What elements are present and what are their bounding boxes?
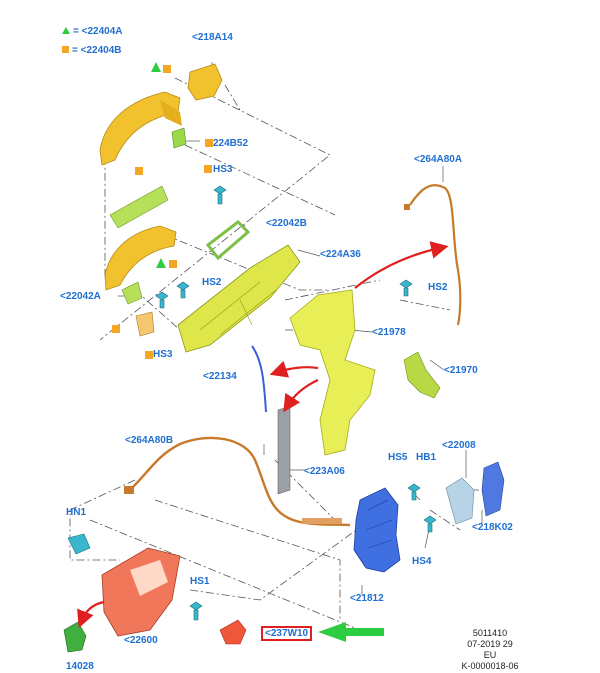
cable-264a80a (404, 184, 462, 326)
bezel-237w10 (219, 619, 247, 645)
label-21970: <21970 (444, 365, 478, 376)
label-22134: <22134 (203, 371, 237, 382)
label-264a80a: <264A80A (414, 154, 463, 165)
red-arrows (77, 241, 449, 629)
label-224a36: <224A36 (320, 249, 361, 260)
handle-cap-218a14 (187, 63, 223, 101)
diagram-reference: 5011410 07-2019 29 EU K-0000018-06 (455, 628, 525, 672)
exterior-handle-lower (104, 225, 177, 291)
label-hs2-left: HS2 (202, 277, 222, 288)
handle-bracket-224a36 (177, 244, 301, 353)
button-14028 (63, 621, 87, 653)
label-218k02: <218K02 (472, 522, 513, 533)
reference-number: 5011410 (472, 628, 508, 638)
orange-square-icon (62, 46, 69, 53)
door-latch-21812 (353, 487, 401, 573)
label-224b52: 224B52 (213, 138, 249, 149)
label-hs3-bottom: HS3 (153, 349, 173, 360)
highlight-arrow (318, 622, 384, 642)
rod-22134 (251, 345, 267, 413)
interior-handle-22600 (101, 547, 181, 637)
label-223a06: <223A06 (304, 466, 345, 477)
exterior-handle-upper (99, 91, 182, 166)
cover-218k02 (481, 461, 505, 517)
plate-22008 (445, 477, 475, 525)
label-21812: <21812 (350, 593, 384, 604)
gasket-green (109, 185, 169, 305)
label-hb1: HB1 (416, 452, 437, 463)
label-hs5: HS5 (388, 452, 408, 463)
small-clip-224b52 (171, 127, 187, 149)
fasteners (67, 185, 437, 621)
label-22600: <22600 (124, 635, 158, 646)
cable-264a80b (124, 436, 351, 527)
label-22008: <22008 (442, 440, 476, 451)
label-22042b: <22042B (266, 218, 307, 229)
label-hn1: HN1 (66, 507, 87, 518)
marker-symbols (112, 62, 213, 359)
door-panel-21978 (289, 289, 376, 456)
seal-223a06 (277, 405, 291, 495)
reference-date: 07-2019 29 (467, 639, 513, 649)
label-hs4: HS4 (412, 556, 432, 567)
legend-item-22404a: = <22404A (62, 26, 123, 38)
gasket-22042b (205, 220, 251, 261)
reference-region: EU (483, 650, 497, 660)
label-hs1: HS1 (190, 576, 210, 587)
label-22042a: <22042A (60, 291, 101, 302)
label-hs3-top: HS3 (213, 164, 233, 175)
label-218a14: <218A14 (192, 32, 233, 43)
green-triangle-icon (62, 27, 70, 34)
label-21978: <21978 (372, 327, 406, 338)
label-hs2-right: HS2 (428, 282, 448, 293)
legend-item-22404b: = <22404B (62, 45, 122, 57)
label-237w10: <237W10 (261, 626, 313, 641)
label-264a80b: <264A80B (125, 435, 174, 446)
label-14028: 14028 (66, 661, 94, 672)
reference-code: K-0000018-06 (461, 661, 519, 671)
bracket-21970 (403, 351, 441, 399)
